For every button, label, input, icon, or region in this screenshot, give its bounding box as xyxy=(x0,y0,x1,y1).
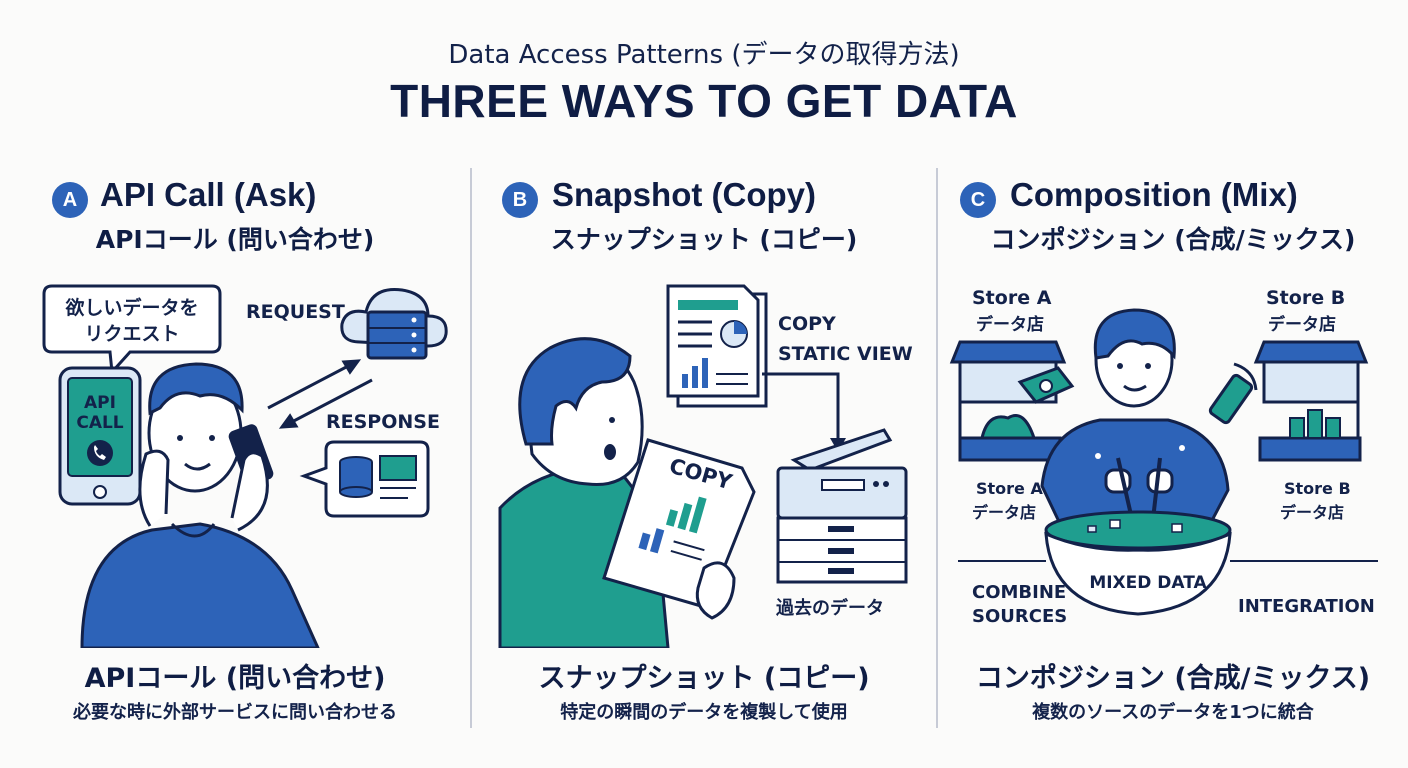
phone-text-1: API xyxy=(84,393,116,413)
panel-footer-title: スナップショット (コピー) xyxy=(538,663,870,694)
store-b-top-jp: データ店 xyxy=(1268,314,1336,335)
panel-footer-title: APIコール (問い合わせ) xyxy=(84,663,386,694)
badge-a: A xyxy=(52,182,88,218)
panel-title-jp: スナップショット (コピー) xyxy=(550,225,858,254)
person-mixing xyxy=(1040,308,1230,530)
panel-composition: C Composition (Mix) コンポジション (合成/ミックス) St… xyxy=(938,168,1408,748)
store-a-bottom-jp: データ店 xyxy=(972,503,1036,522)
panel-footer-description: 必要な時に外部サービスに問い合わせる xyxy=(73,702,397,723)
copier-machine-icon xyxy=(776,428,908,584)
response-data-bubble xyxy=(299,440,430,518)
store-a-stall-icon xyxy=(949,340,1067,462)
store-b-top-label: Store B xyxy=(1266,287,1345,309)
combine-label: COMBINE xyxy=(972,582,1066,603)
panel-api-call: A API Call (Ask) APIコール (問い合わせ) 欲しいデータを … xyxy=(0,168,470,748)
person-on-phone xyxy=(80,362,320,648)
divider-left xyxy=(470,168,472,728)
badge-b: B xyxy=(502,182,538,218)
mixing-bowl-icon xyxy=(1044,510,1232,616)
document-icon xyxy=(666,284,768,408)
static-view-label: STATIC VIEW xyxy=(778,343,913,365)
panel-title: Composition (Mix) xyxy=(1010,176,1298,213)
mixed-data-label: MIXED DATA xyxy=(1089,573,1207,593)
badge-c: C xyxy=(960,182,996,218)
panel-footer-title: コンポジション (合成/ミックス) xyxy=(975,663,1371,694)
hand-with-bottle-icon xyxy=(1208,362,1258,425)
panel-title-jp: APIコール (問い合わせ) xyxy=(95,225,375,254)
store-a-top-label: Store A xyxy=(972,287,1052,309)
panel-title: Snapshot (Copy) xyxy=(552,176,816,213)
snapshot-illustration: COPY STATIC VIEW 過去のデータ xyxy=(498,284,913,648)
panel-title-jp: コンポジション (合成/ミックス) xyxy=(990,225,1356,254)
integration-label: INTEGRATION xyxy=(1238,596,1375,617)
store-b-bottom-label: Store B xyxy=(1284,479,1351,498)
copy-arrow xyxy=(762,372,846,452)
store-b-stall-icon xyxy=(1253,340,1369,462)
subtitle: Data Access Patterns (データの取得方法) xyxy=(448,40,960,70)
panel-footer-description: 特定の瞬間のデータを複製して使用 xyxy=(560,702,848,723)
composition-illustration: Store A データ店 Store B データ店 Store A データ店 S… xyxy=(949,287,1378,627)
past-data-label: 過去のデータ xyxy=(776,597,884,619)
panel-title: API Call (Ask) xyxy=(100,176,317,213)
request-label: REQUEST xyxy=(246,301,345,323)
store-a-bottom-label: Store A xyxy=(976,479,1043,498)
hand-with-money-icon xyxy=(1017,366,1075,404)
bubble-text-1: 欲しいデータを xyxy=(64,296,198,319)
bubble-text-2: リクエスト xyxy=(84,323,179,345)
page-title: THREE WAYS TO GET DATA xyxy=(390,75,1018,127)
phone-icon: API CALL xyxy=(58,366,142,506)
panel-footer-description: 複数のソースのデータを1つに統合 xyxy=(1032,702,1314,723)
request-response-arrows xyxy=(267,359,373,429)
request-speech-bubble: 欲しいデータを リクエスト xyxy=(42,284,222,376)
panel-snapshot: B Snapshot (Copy) スナップショット (コピー) COPY ST… xyxy=(472,168,936,748)
api-call-illustration: 欲しいデータを リクエスト API CALL xyxy=(42,284,448,648)
copy-label: COPY xyxy=(778,313,836,335)
store-b-bottom-jp: データ店 xyxy=(1280,503,1344,522)
response-label: RESPONSE xyxy=(326,411,440,433)
phone-text-2: CALL xyxy=(76,413,123,433)
store-a-top-jp: データ店 xyxy=(976,314,1044,335)
cloud-server-icon xyxy=(340,287,448,360)
divider-right xyxy=(936,168,938,728)
sources-label: SOURCES xyxy=(972,606,1067,627)
